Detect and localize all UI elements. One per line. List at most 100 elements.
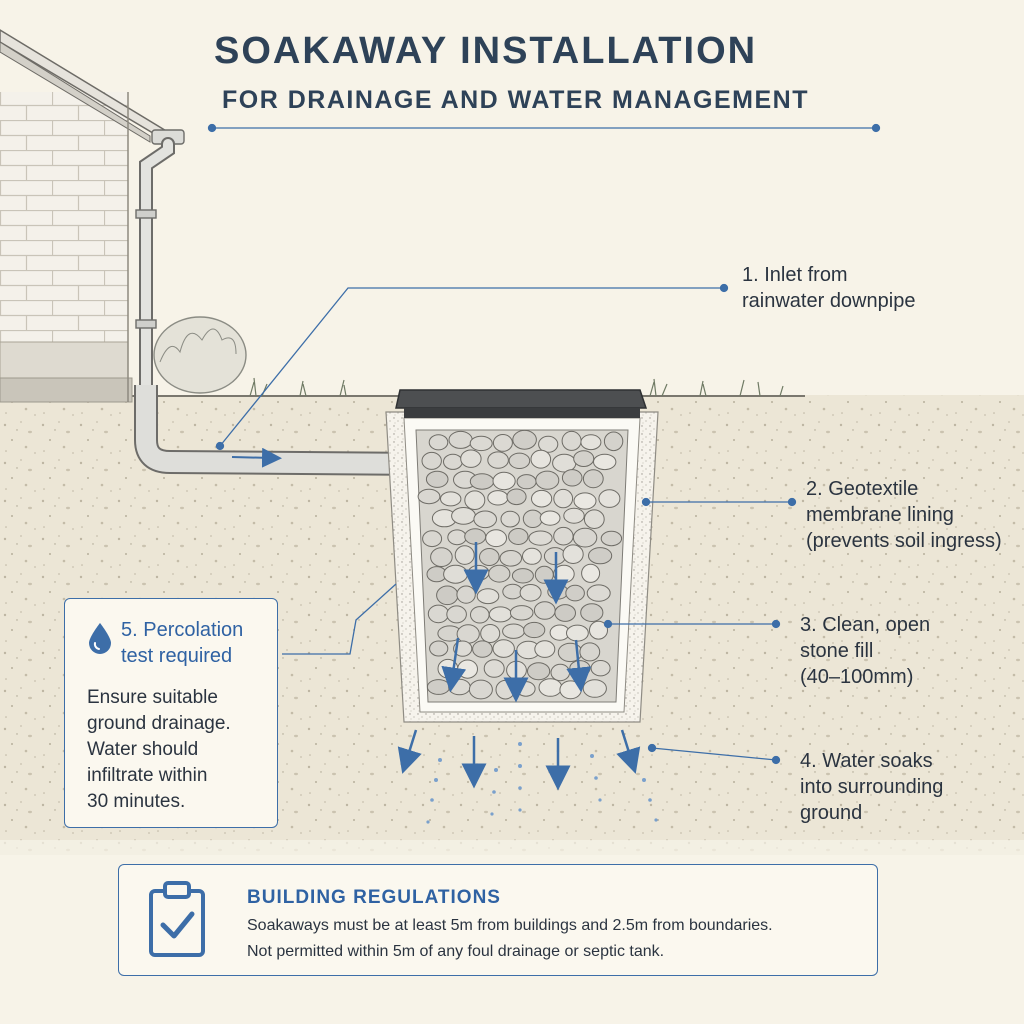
label-geotextile: 2. Geotextile membrane lining (prevents … [806, 478, 1002, 552]
stone [582, 679, 607, 698]
stone [579, 642, 601, 662]
stone [582, 469, 604, 489]
stone [583, 509, 605, 530]
stone [535, 470, 560, 490]
stone [534, 565, 554, 584]
stone [562, 544, 584, 565]
percolation-title: 5. Percolation test required [121, 619, 244, 667]
stone [538, 435, 559, 453]
stone [472, 640, 493, 658]
label-stone-fill: 3. Clean, open stone fill (40–100mm) [800, 614, 931, 688]
stone [469, 473, 495, 490]
stone [553, 488, 574, 509]
stone [499, 550, 523, 567]
stone [492, 639, 515, 658]
stone [468, 679, 493, 700]
stone [580, 434, 602, 451]
regulations-line-2: Not permitted within 5m of any foul drai… [247, 943, 665, 960]
stone [456, 585, 476, 604]
stone [550, 663, 571, 682]
pipe-flow-arrow [231, 447, 282, 468]
stone [530, 449, 552, 469]
stone [470, 606, 490, 624]
label-water-soaks: 4. Water soaks into surrounding ground [800, 750, 944, 824]
stone [508, 528, 529, 545]
stone [565, 584, 585, 602]
stone [593, 453, 617, 471]
percolation-body: Ensure suitable ground drainage. Water s… [87, 687, 231, 812]
house [0, 29, 169, 403]
stone [485, 529, 508, 548]
stone [533, 601, 556, 620]
stone [559, 680, 582, 700]
downward-flow-arrows [397, 542, 641, 791]
stone [563, 507, 585, 524]
stone [506, 488, 527, 506]
stone [447, 529, 467, 546]
stone [443, 564, 468, 584]
stone [487, 490, 509, 506]
stone [446, 605, 467, 624]
stone [502, 623, 525, 639]
stone [425, 470, 449, 488]
stone [516, 474, 537, 490]
stone [580, 603, 604, 622]
stone [448, 678, 471, 696]
stone [457, 659, 479, 679]
stone [488, 564, 511, 583]
stone [522, 547, 542, 565]
shrub [153, 316, 247, 394]
stone [436, 585, 459, 606]
stone [417, 488, 441, 505]
stone [483, 659, 505, 678]
stone [502, 583, 523, 600]
stone [426, 679, 451, 695]
stone [528, 530, 553, 546]
pit-cover [395, 389, 648, 418]
stone [588, 547, 613, 565]
clipboard-check-icon [149, 881, 205, 957]
stone [561, 469, 583, 487]
stone [480, 624, 501, 643]
stone [460, 449, 482, 468]
stone [554, 604, 577, 622]
label-inlet: 1. Inlet from rainwater downpipe [742, 264, 916, 312]
stone [427, 604, 449, 624]
stone [522, 509, 543, 528]
stone [479, 548, 500, 566]
stone [492, 434, 513, 452]
stone [527, 662, 551, 681]
stone [538, 678, 563, 697]
stone [539, 510, 561, 526]
stone [598, 489, 621, 508]
stone [440, 491, 462, 507]
stone [476, 588, 500, 605]
stone [581, 563, 601, 583]
stone [443, 453, 463, 470]
stone [456, 624, 480, 644]
stone [572, 527, 598, 548]
stone [467, 564, 490, 581]
stone [464, 528, 487, 545]
stone [430, 547, 453, 567]
stone [531, 489, 553, 508]
stone [589, 620, 608, 640]
stone [508, 452, 531, 469]
stone [487, 451, 509, 469]
stone [428, 434, 449, 451]
stone [600, 530, 623, 547]
stone [534, 640, 556, 658]
stone [451, 507, 476, 525]
stone [523, 621, 546, 639]
stone [547, 584, 569, 600]
stone [500, 510, 520, 528]
stone [429, 640, 449, 657]
water-drop-icon [89, 623, 111, 654]
stone [464, 490, 486, 511]
stone [422, 530, 443, 548]
stone [511, 568, 534, 584]
grass [249, 377, 784, 397]
stone [561, 430, 582, 451]
stone [566, 624, 589, 642]
